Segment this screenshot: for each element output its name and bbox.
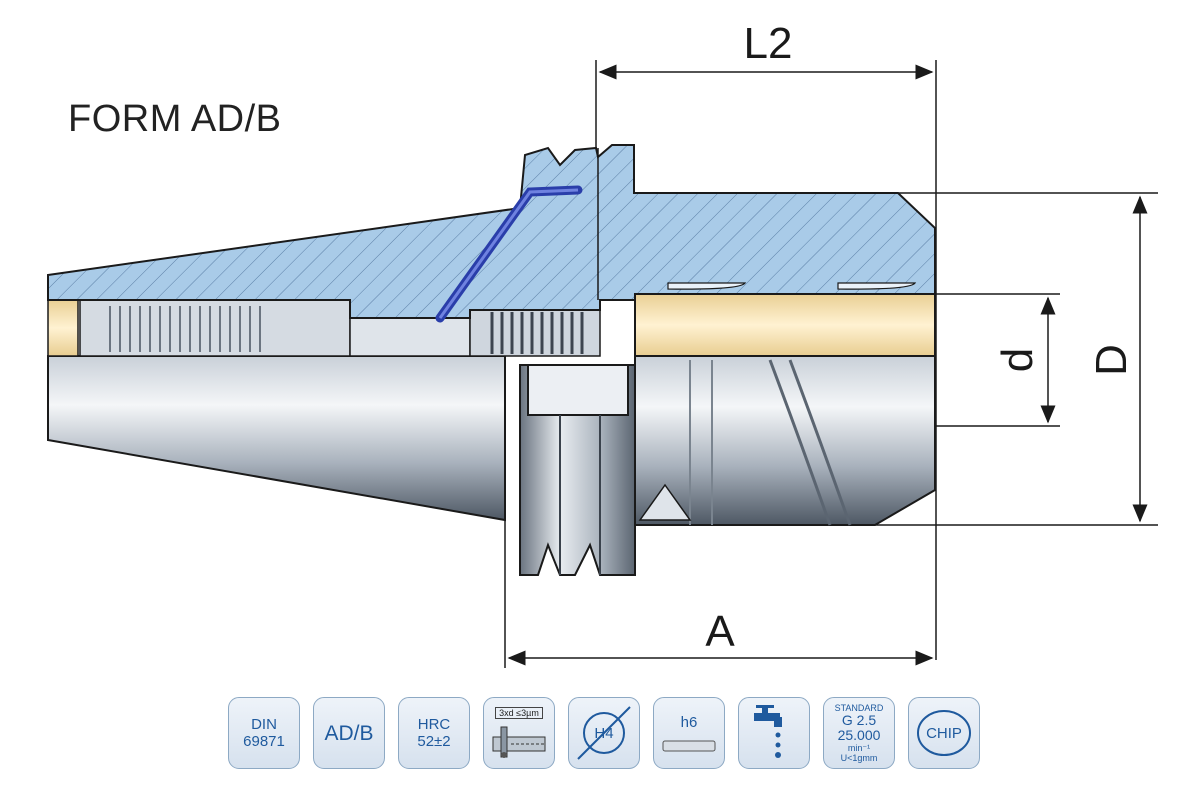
dim-l2-label: L2 — [744, 19, 793, 68]
badge-chip: CHIP — [908, 697, 980, 769]
badge-runout: 3xd ≤3µm — [483, 697, 555, 769]
dim-a-label: A — [705, 607, 735, 656]
section-cut — [47, 144, 936, 319]
form-title: FORM AD/B — [68, 98, 282, 140]
shank-h6-icon — [662, 740, 716, 751]
tolerance-h4-icon — [577, 706, 631, 760]
badge-form: AD/B — [313, 697, 385, 769]
taper-shank — [47, 355, 506, 522]
dim-d-small-label: d — [993, 348, 1042, 372]
retention-thread — [79, 299, 351, 357]
coolant-tap-icon — [754, 705, 782, 758]
badge-balance: STANDARD G 2.5 25.000 min⁻¹ U<1gmm — [823, 697, 895, 769]
badge-h6: h6 — [653, 697, 725, 769]
bore-rear — [47, 299, 79, 357]
dim-d-large-label: D — [1087, 344, 1136, 376]
badge-din: DIN 69871 — [228, 697, 300, 769]
tool-holder-drawing: L2 A d D — [47, 19, 1158, 668]
holder-body-lower — [634, 355, 936, 526]
runout-gauge-icon — [492, 726, 546, 758]
flange-slot — [527, 364, 629, 416]
chip-icon — [917, 710, 971, 756]
badge-coolant — [738, 697, 810, 769]
feature-badges: DIN 69871 AD/B HRC 52±2 3xd ≤3µm H4 h6 — [228, 697, 980, 769]
bore — [634, 293, 936, 357]
badge-h4: H4 — [568, 697, 640, 769]
badge-hrc: HRC 52±2 — [398, 697, 470, 769]
